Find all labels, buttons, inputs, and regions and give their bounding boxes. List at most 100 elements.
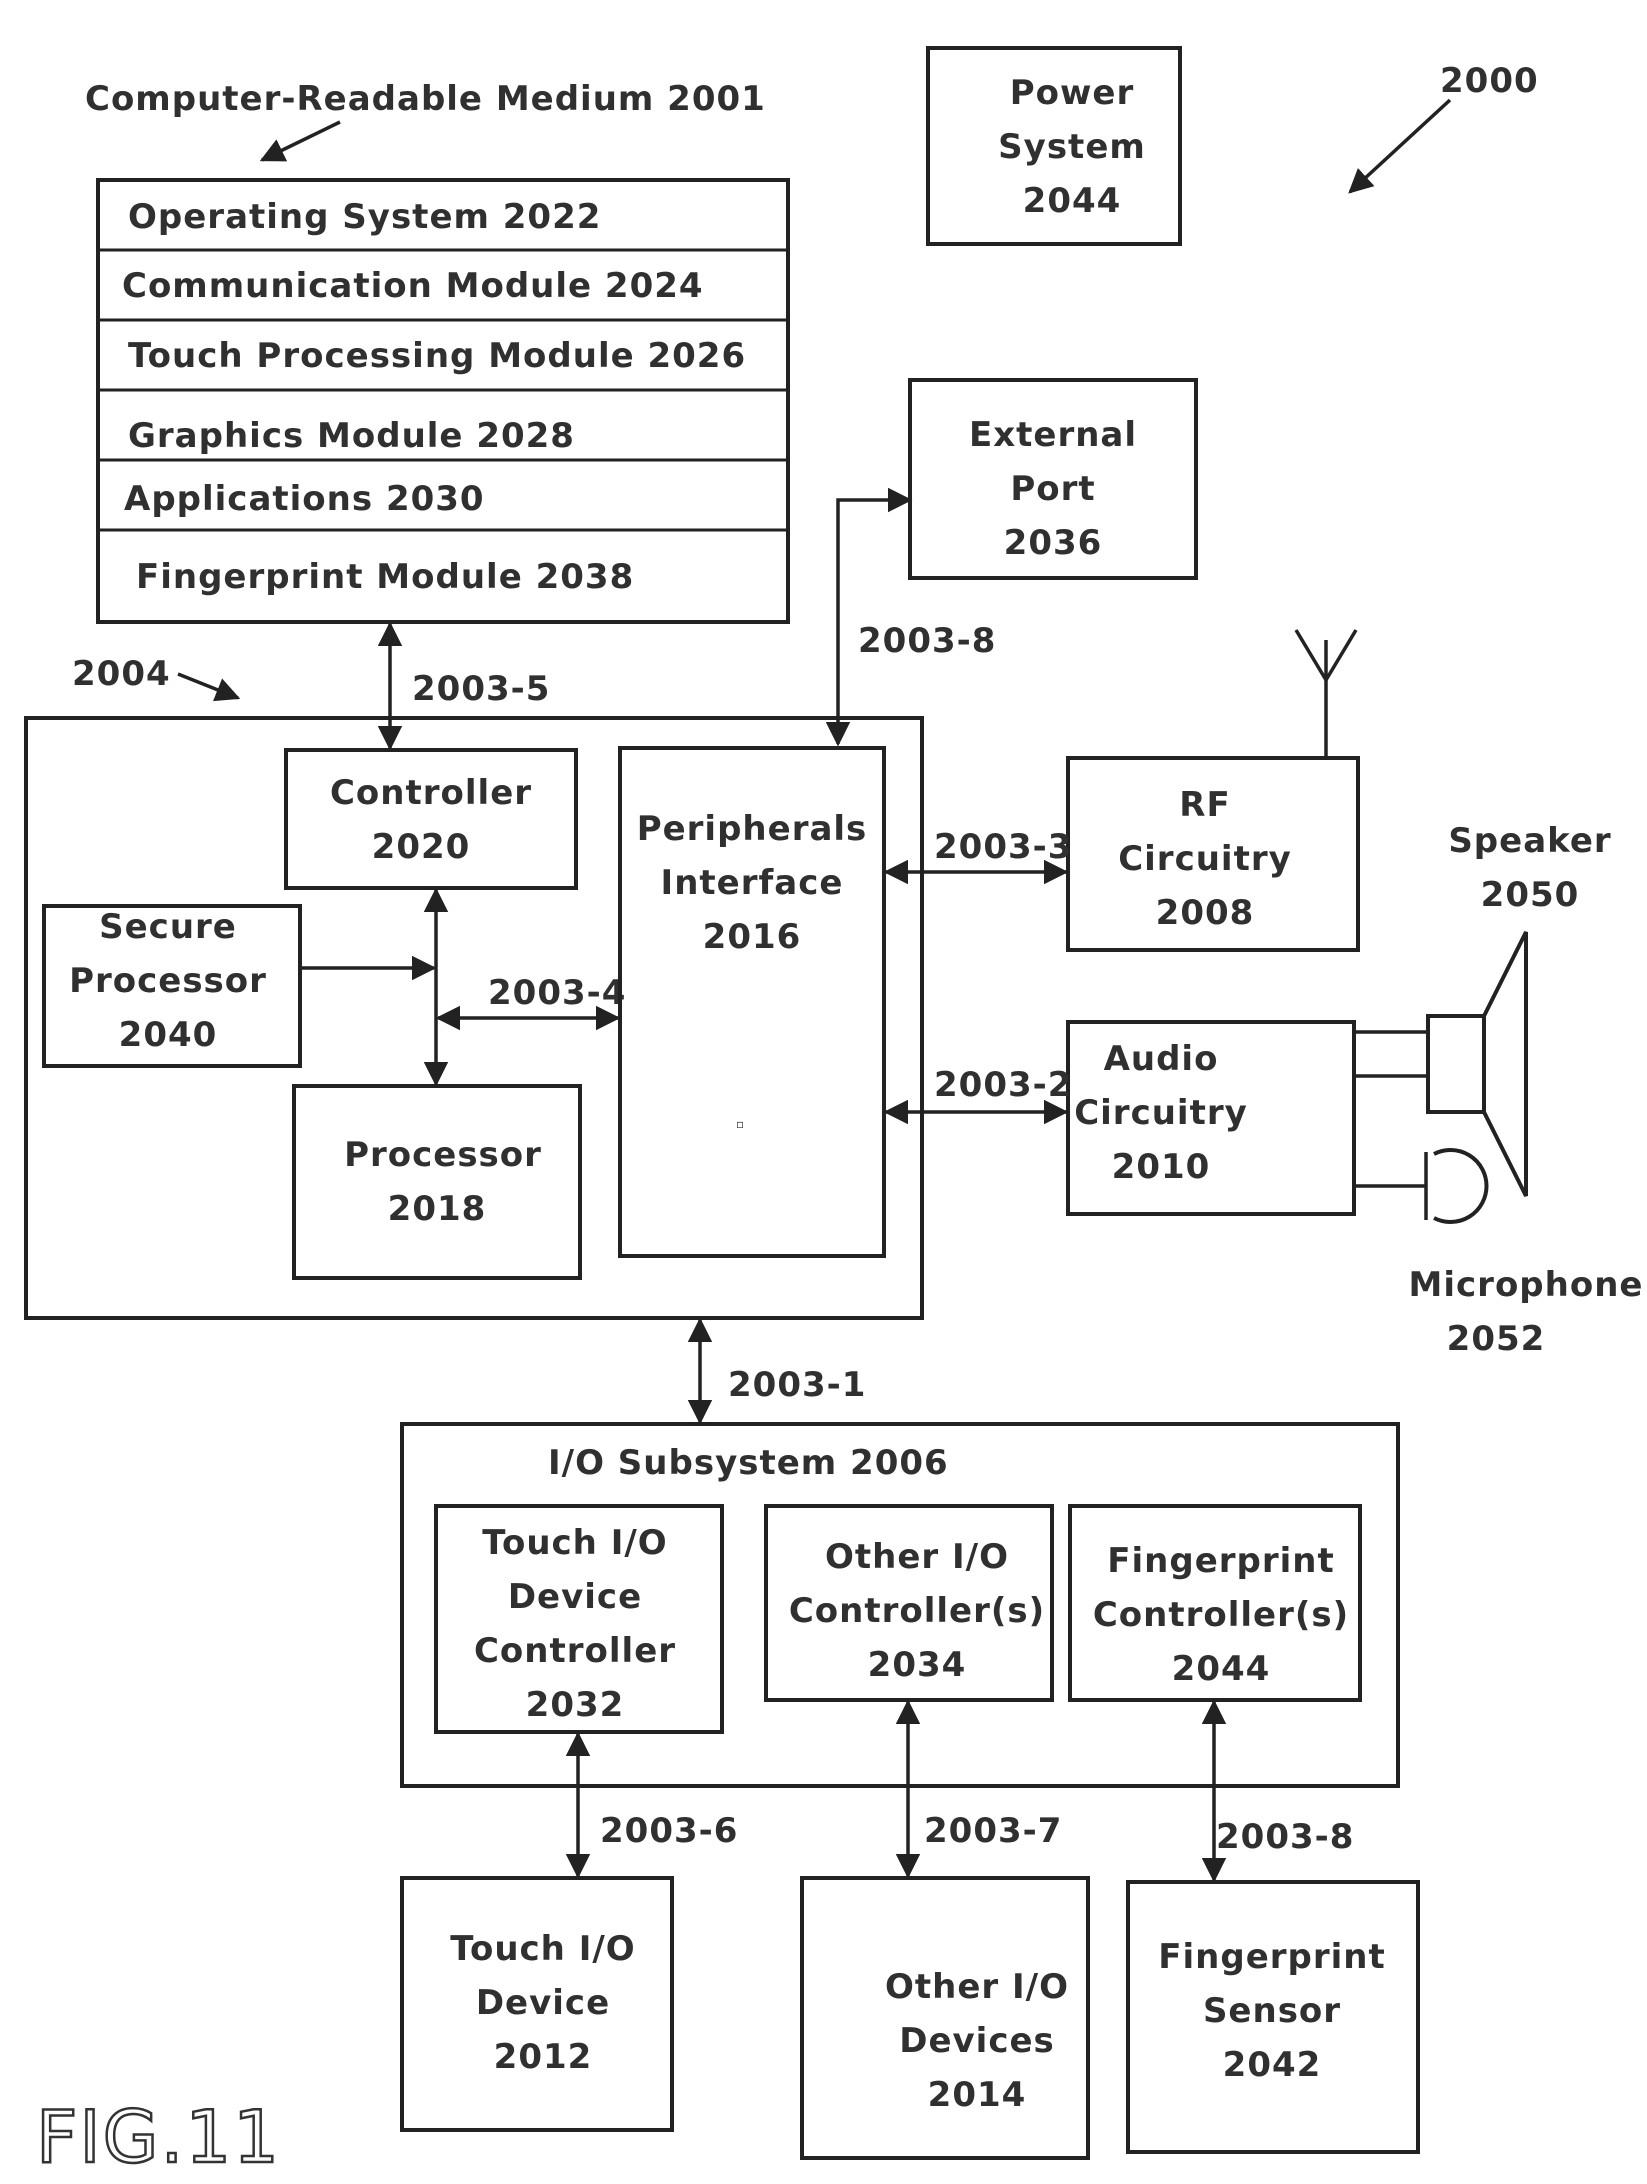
bus-2003-3-label: 2003-3: [934, 827, 1072, 867]
ref-2000-label: 2000: [1440, 61, 1539, 101]
secure-processor-line3: 2040: [119, 1015, 218, 1055]
touch-io-device-line1: Touch I/O: [450, 1929, 635, 1969]
rf-circuitry-box: [1066, 756, 1360, 952]
other-io-controllers-line3: 2034: [868, 1645, 967, 1685]
bus-2003-6-label: 2003-6: [600, 1811, 738, 1851]
processor: Processor 2018: [292, 1084, 582, 1280]
other-io-controllers-line1: Other I/O: [825, 1537, 1009, 1577]
power-system: Power System 2044: [926, 46, 1182, 246]
fingerprint-controllers-line1: Fingerprint: [1107, 1541, 1334, 1581]
bus-2003-1-label: 2003-1: [728, 1365, 866, 1405]
fingerprint-controllers: Fingerprint Controller(s) 2044: [1068, 1504, 1362, 1702]
bus-2003-4-label: 2003-4: [488, 973, 626, 1013]
processor-box: [292, 1084, 582, 1280]
speaker-icon: [1426, 931, 1528, 1197]
external-port: External Port 2036: [908, 378, 1198, 580]
secure-processor: Secure Processor 2040: [42, 904, 302, 1068]
crm-row-communication-module: Communication Module 2024: [122, 266, 704, 306]
crm-row-fingerprint-module: Fingerprint Module 2038: [136, 557, 634, 597]
touch-io-controller-line3: Controller: [474, 1631, 676, 1671]
peripherals-interface: Peripherals Interface 2016 ▫: [618, 746, 886, 1258]
other-io-devices-line3: 2014: [928, 2075, 1027, 2115]
peripherals-interface-line2: Interface: [661, 863, 844, 903]
other-io-devices-line1: Other I/O: [885, 1967, 1069, 2007]
fingerprint-sensor-line1: Fingerprint: [1158, 1937, 1385, 1977]
controller-line2: 2020: [372, 827, 471, 867]
external-port-box: [908, 378, 1198, 580]
bus-2003-2-label: 2003-2: [934, 1065, 1072, 1105]
external-port-line3: 2036: [1004, 523, 1103, 563]
touch-io-device-line3: 2012: [494, 2037, 593, 2077]
microphone-icon: [1356, 1148, 1489, 1224]
audio-circuitry-line2: Circuitry: [1074, 1093, 1248, 1133]
touch-io-controller-line2: Device: [508, 1577, 642, 1617]
touch-io-device: Touch I/O Device 2012: [400, 1876, 674, 2132]
power-system-box: [926, 46, 1182, 246]
power-system-line3: 2044: [1023, 181, 1122, 221]
computer-readable-medium: Operating System 2022 Communication Modu…: [96, 178, 790, 624]
touch-io-controller-line1: Touch I/O: [482, 1523, 667, 1563]
bus-2003-8-bottom-label: 2003-8: [1216, 1817, 1354, 1857]
touch-io-device-box: [400, 1876, 674, 2132]
touch-io-controller-line4: 2032: [526, 1685, 625, 1725]
rf-circuitry-line2: Circuitry: [1118, 839, 1292, 879]
speaker-label-line2: 2050: [1481, 875, 1580, 915]
processor-line2: 2018: [388, 1189, 487, 1229]
crm-box: [96, 178, 790, 624]
ref-2004-label: 2004: [72, 654, 171, 694]
controller-line1: Controller: [330, 773, 532, 813]
secure-processor-line2: Processor: [69, 961, 267, 1001]
bus-2003-7-label: 2003-7: [924, 1811, 1062, 1851]
fingerprint-sensor: Fingerprint Sensor 2042: [1126, 1880, 1420, 2154]
secure-processor-box: [42, 904, 302, 1068]
touch-io-device-controller: Touch I/O Device Controller 2032: [434, 1504, 724, 1734]
other-io-devices-line2: Devices: [899, 2021, 1055, 2061]
processor-line1: Processor: [344, 1135, 542, 1175]
bus-2003-5-label: 2003-5: [412, 669, 550, 709]
touch-io-device-line2: Device: [476, 1983, 610, 2023]
crm-title: Computer-Readable Medium 2001: [85, 79, 766, 119]
audio-circuitry: Audio Circuitry 2010: [1066, 1020, 1356, 1216]
rf-circuitry-line1: RF: [1179, 785, 1230, 825]
figure-label: FIG.11: [36, 2095, 281, 2179]
secure-processor-line1: Secure: [99, 907, 237, 947]
crm-row-graphics-module: Graphics Module 2028: [128, 416, 575, 456]
bus-2003-8-top-line: [825, 487, 913, 747]
microphone-label-line2: 2052: [1447, 1319, 1546, 1359]
rf-circuitry: RF Circuitry 2008: [1066, 756, 1360, 952]
power-system-line2: System: [998, 127, 1146, 167]
other-io-devices: Other I/O Devices 2014: [800, 1876, 1090, 2160]
power-system-line1: Power: [1010, 73, 1135, 113]
crm-row-operating-system: Operating System 2022: [128, 197, 601, 237]
controller-box: [284, 748, 578, 890]
io-subsystem-title: I/O Subsystem 2006: [548, 1443, 949, 1483]
external-port-line1: External: [969, 415, 1137, 455]
other-io-controllers: Other I/O Controller(s) 2034: [764, 1504, 1054, 1702]
fingerprint-controllers-line3: 2044: [1172, 1649, 1271, 1689]
peripherals-interface-mark: ▫: [736, 1117, 744, 1131]
rf-circuitry-line3: 2008: [1156, 893, 1255, 933]
processing-block-2004: [24, 716, 924, 1320]
fingerprint-sensor-line2: Sensor: [1203, 1991, 1341, 2031]
controller: Controller 2020: [284, 748, 578, 890]
external-port-line2: Port: [1010, 469, 1095, 509]
fingerprint-sensor-line3: 2042: [1223, 2045, 1322, 2085]
crm-row-applications: Applications 2030: [124, 479, 485, 519]
peripherals-interface-line1: Peripherals: [637, 809, 868, 849]
fingerprint-sensor-box: [1126, 1880, 1420, 2154]
ref-2004-arrow: [177, 672, 241, 702]
other-io-devices-box: [800, 1876, 1090, 2160]
crm-row-touch-processing-module: Touch Processing Module 2026: [128, 336, 746, 376]
ref-2000-arrow: [1348, 98, 1452, 194]
crm-pointer-arrow: [259, 120, 341, 162]
fingerprint-controllers-line2: Controller(s): [1093, 1595, 1349, 1635]
audio-circuitry-line3: 2010: [1112, 1147, 1211, 1187]
speaker-label-line1: Speaker: [1448, 821, 1611, 861]
peripherals-interface-box: [618, 746, 886, 1258]
audio-circuitry-line1: Audio: [1104, 1039, 1219, 1079]
microphone-label-line1: Microphone: [1409, 1265, 1644, 1305]
other-io-controllers-line2: Controller(s): [789, 1591, 1045, 1631]
peripherals-interface-line3: 2016: [703, 917, 802, 957]
antenna-icon: [1294, 629, 1358, 758]
